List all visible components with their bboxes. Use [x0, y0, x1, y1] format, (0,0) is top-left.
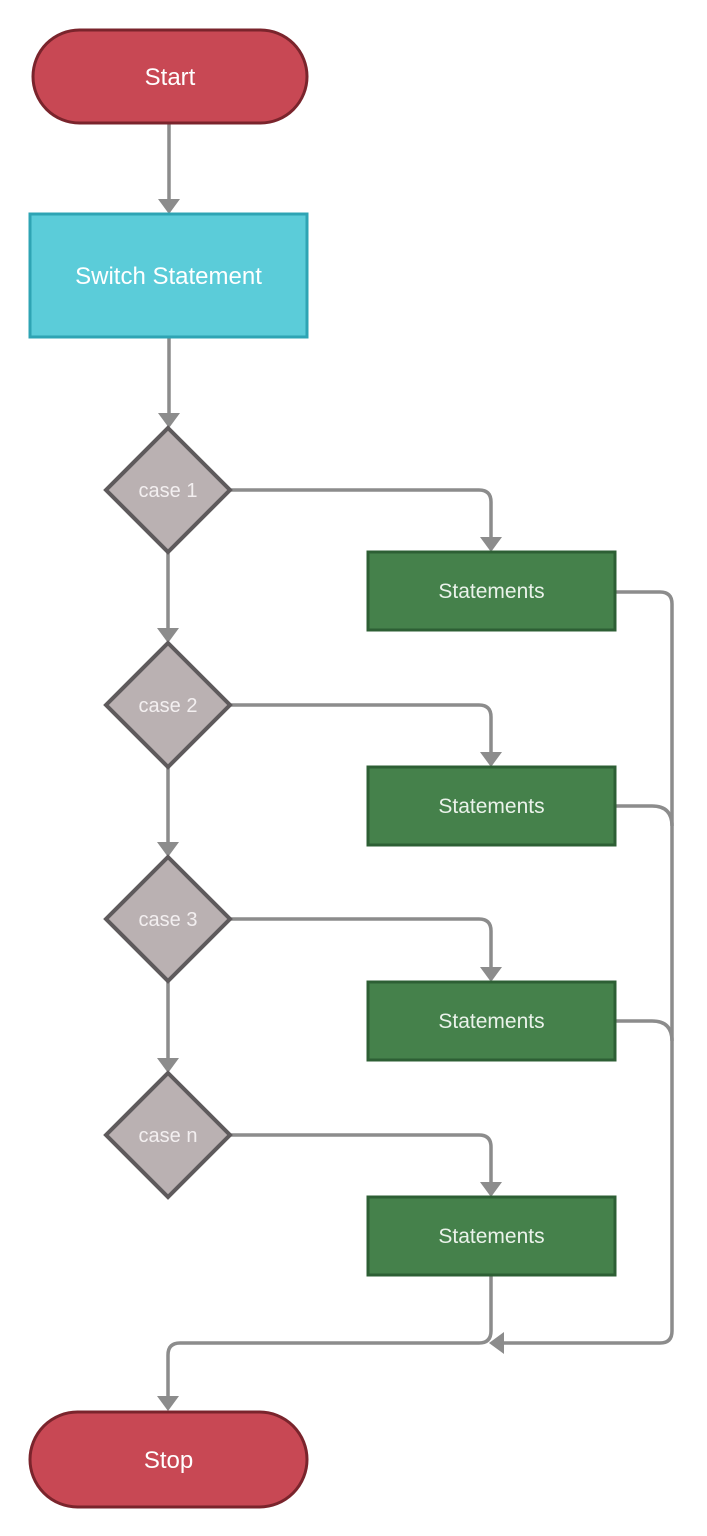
- arrowhead-case3-to-statements3: [480, 967, 502, 982]
- statements3-shape: [366, 980, 617, 1062]
- edge-statements3-join-rail: [615, 1019, 674, 1042]
- edge-case2-to-statements2: [230, 703, 493, 752]
- switch-statement-shape: [28, 212, 309, 339]
- statements2-node: Statements: [366, 765, 617, 847]
- statements4-node: Statements: [366, 1195, 617, 1277]
- case3-node: case 3: [103, 854, 233, 984]
- start-node: Start: [31, 28, 309, 125]
- case3-shape: [103, 854, 233, 984]
- switch-statement-label: Switch Statement: [75, 263, 262, 290]
- statements2-label: Statements: [438, 795, 544, 818]
- edge-right-rail: [504, 590, 674, 1345]
- switch-statement-node: Switch Statement: [28, 212, 309, 339]
- case1-shape: [103, 425, 233, 555]
- case2-shape: [103, 640, 233, 770]
- arrowhead-switch-to-case1: [158, 413, 180, 428]
- casen-shape: [103, 1070, 233, 1200]
- casen-node: case n: [103, 1070, 233, 1200]
- edge-statements4-to-stop: [166, 1276, 493, 1396]
- statements2-shape: [366, 765, 617, 847]
- arrowhead-case1-to-statements1: [480, 537, 502, 552]
- statements3-label: Statements: [438, 1010, 544, 1033]
- arrowhead-case2-to-case3: [157, 842, 179, 857]
- edge-statements2-join-rail: [615, 804, 674, 827]
- case2-node: case 2: [103, 640, 233, 770]
- edge-case3-to-statements3: [230, 917, 493, 967]
- edge-case1-to-statements1: [230, 488, 493, 537]
- edge-casen-to-statements4: [230, 1133, 493, 1182]
- casen-label: case n: [139, 1125, 198, 1147]
- case2-label: case 2: [139, 695, 198, 717]
- statements4-label: Statements: [438, 1225, 544, 1248]
- case3-label: case 3: [139, 909, 198, 931]
- stop-shape: [28, 1410, 309, 1509]
- arrowhead-case1-to-case2: [157, 628, 179, 643]
- edges: [157, 124, 674, 1411]
- case1-node: case 1: [103, 425, 233, 555]
- statements1-node: Statements: [366, 550, 617, 632]
- statements1-shape: [366, 550, 617, 632]
- stop-label: Stop: [144, 1447, 193, 1474]
- arrowhead-case3-to-casen: [157, 1058, 179, 1073]
- start-label: Start: [145, 64, 196, 91]
- arrowhead-case2-to-statements2: [480, 752, 502, 767]
- statements4-shape: [366, 1195, 617, 1277]
- statements1-label: Statements: [438, 580, 544, 603]
- case1-label: case 1: [139, 480, 198, 502]
- arrowhead-to-stop: [157, 1396, 179, 1411]
- arrowhead-start-to-switch: [158, 199, 180, 214]
- stop-node: Stop: [28, 1410, 309, 1509]
- start-shape: [31, 28, 309, 125]
- statements3-node: Statements: [366, 980, 617, 1062]
- arrowhead-right-rail-merge: [489, 1332, 504, 1354]
- arrowhead-casen-to-statements4: [480, 1182, 502, 1197]
